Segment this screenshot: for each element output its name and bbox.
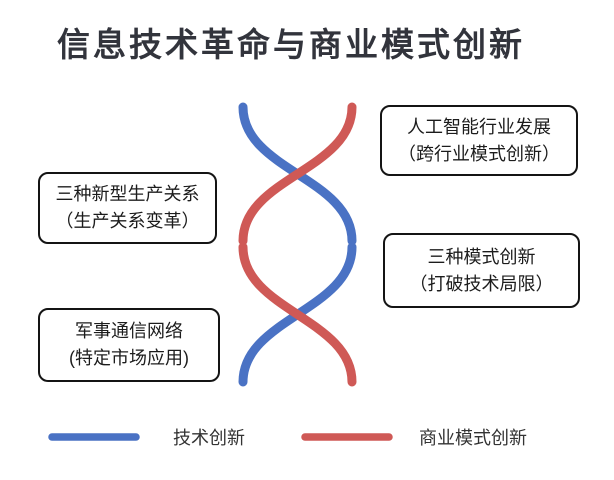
- legend-item-tech: 技术创新: [48, 425, 245, 449]
- node-ai-industry-line2: （跨行业模式创新）: [398, 143, 560, 164]
- node-military-network-line1: 军事通信网络: [75, 321, 183, 341]
- diagram-title: 信息技术革命与商业模式创新: [57, 26, 525, 63]
- legend-item-business: 商业模式创新: [301, 425, 527, 449]
- node-military-network-box: 军事通信网络 (特定市场应用): [38, 308, 220, 382]
- business-line-swatch-icon: [301, 433, 393, 441]
- tech-strand-lower: [238, 242, 357, 387]
- legend-label-business: 商业模式创新: [419, 428, 527, 448]
- node-three-modes-line2: （打破技术局限）: [409, 273, 554, 294]
- business-strand-lower: [238, 242, 357, 387]
- tech-line-swatch-icon: [48, 433, 140, 441]
- business-strand-upper: [238, 102, 357, 246]
- node-military-network-line2: (特定市场应用): [69, 348, 189, 368]
- node-ai-industry-box: 人工智能行业发展 （跨行业模式创新）: [380, 105, 578, 176]
- node-production-relations-line1: 三种新型生产关系: [55, 184, 200, 204]
- node-production-relations-line2: （生产关系变革）: [55, 211, 200, 231]
- node-ai-industry-line1: 人工智能行业发展: [407, 116, 551, 137]
- tech-strand-upper: [238, 102, 357, 246]
- node-production-relations-box: 三种新型生产关系 （生产关系变革）: [38, 172, 217, 244]
- legend-label-tech: 技术创新: [173, 428, 245, 448]
- node-three-modes-box: 三种模式创新 （打破技术局限）: [383, 233, 580, 308]
- node-three-modes-line1: 三种模式创新: [427, 246, 536, 267]
